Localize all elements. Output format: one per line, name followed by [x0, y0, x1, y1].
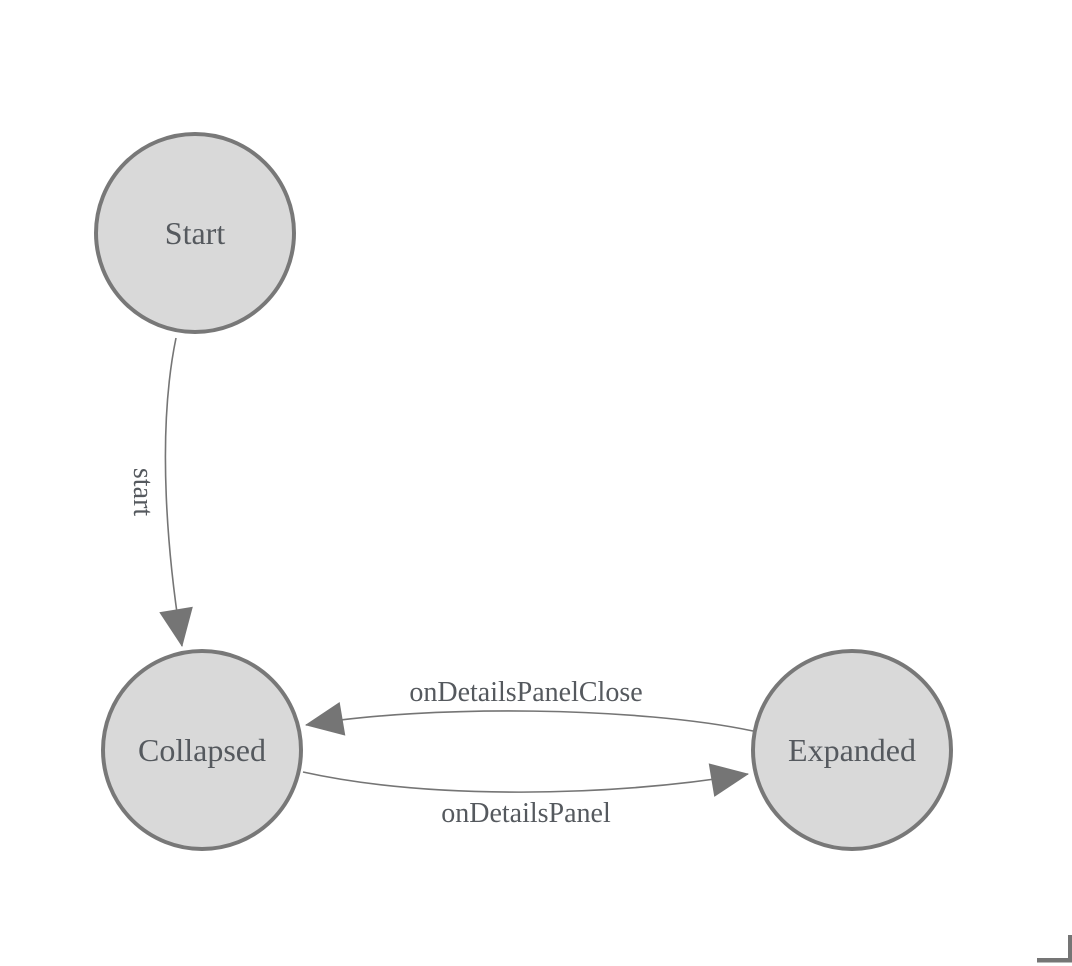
state-node-expanded-label: Expanded — [788, 732, 916, 768]
edge-label-layer: start onDetailsPanelClose onDetailsPanel — [127, 468, 643, 829]
state-node-collapsed-circle[interactable] — [101, 649, 303, 851]
edge-expanded-to-collapsed — [305, 702, 754, 736]
canvas-corner-mark — [1037, 935, 1072, 963]
edge-label-on-details-panel: onDetailsPanel — [441, 798, 611, 829]
corner-mark-vertical-bar — [1068, 935, 1072, 963]
edge-label-start: start — [127, 468, 158, 516]
state-node-expanded[interactable]: Expanded — [751, 649, 953, 851]
state-node-start-label: Start — [165, 215, 226, 251]
edge-label-on-details-panel-close: onDetailsPanelClose — [409, 677, 642, 708]
state-node-start[interactable]: Start — [94, 132, 296, 334]
edge-layer — [159, 337, 754, 797]
state-node-expanded-circle[interactable] — [751, 649, 953, 851]
state-node-collapsed[interactable]: Collapsed — [101, 649, 303, 851]
corner-mark-horizontal-bar — [1037, 958, 1072, 963]
state-node-collapsed-label: Collapsed — [138, 732, 266, 768]
edge-collapsed-to-expanded — [302, 763, 749, 797]
state-node-start-circle[interactable] — [94, 132, 296, 334]
edge-start-to-collapsed — [159, 337, 193, 647]
